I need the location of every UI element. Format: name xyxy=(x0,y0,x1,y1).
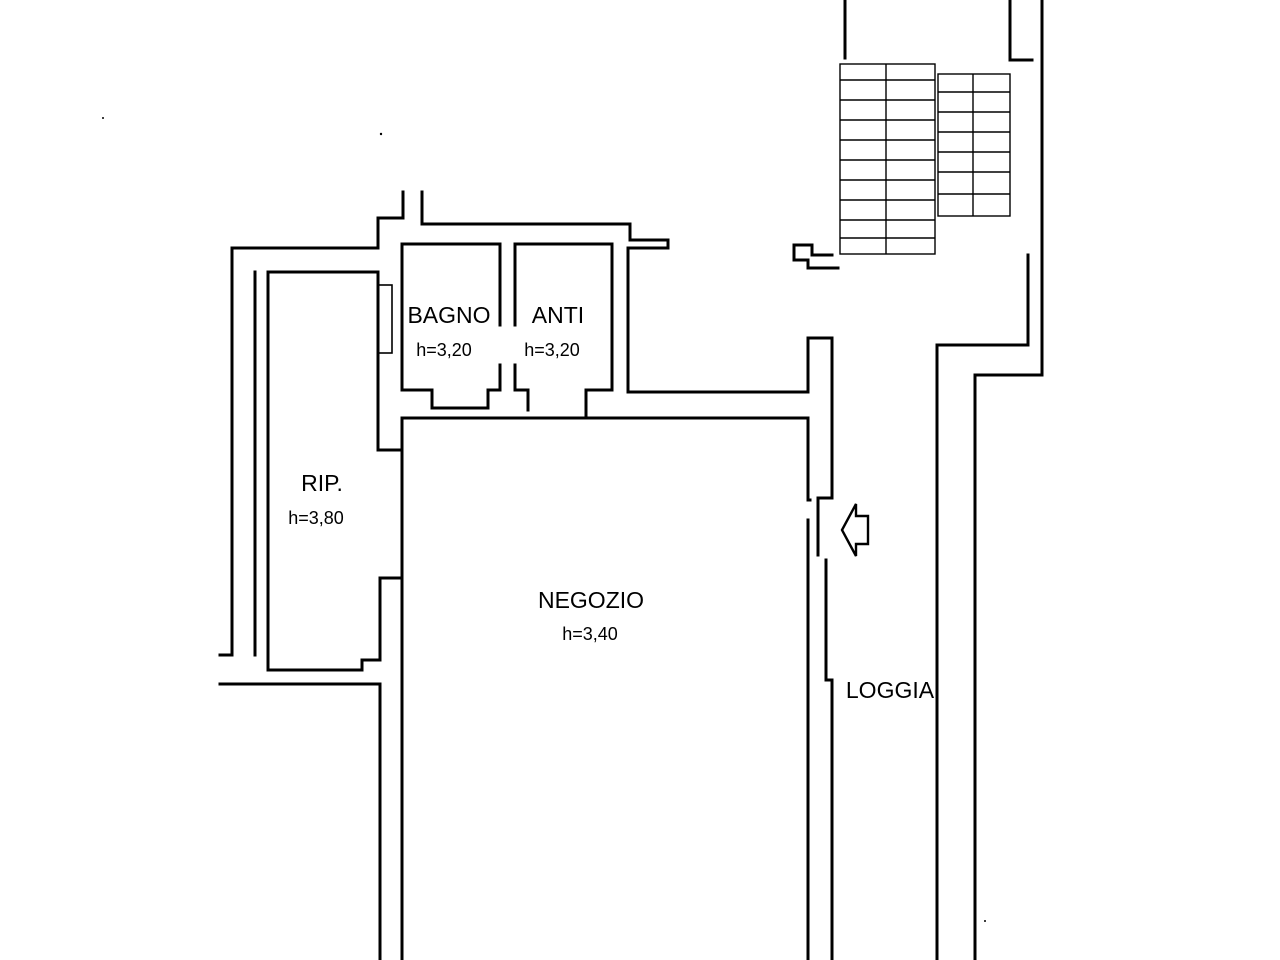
room-label-bagno: BAGNO xyxy=(407,302,490,328)
room-label-loggia: LOGGIA xyxy=(846,677,935,703)
rip-room-walls xyxy=(218,190,405,960)
bagno-anti-walls xyxy=(400,190,670,418)
entrance-arrow-icon xyxy=(840,503,870,557)
scan-dot xyxy=(102,117,104,119)
room-height-negozio: h=3,40 xyxy=(562,624,618,644)
room-label-rip: RIP. xyxy=(301,470,343,496)
negozio-walls xyxy=(400,246,834,960)
loggia-walls xyxy=(792,0,1044,960)
scan-dot xyxy=(379,132,383,136)
room-height-bagno: h=3,20 xyxy=(416,340,472,360)
room-label-negozio: NEGOZIO xyxy=(538,587,644,613)
staircase xyxy=(839,63,1011,255)
room-label-anti: ANTI xyxy=(532,302,584,328)
scan-dot xyxy=(984,920,986,922)
room-height-anti: h=3,20 xyxy=(524,340,580,360)
room-height-rip: h=3,80 xyxy=(288,508,344,528)
